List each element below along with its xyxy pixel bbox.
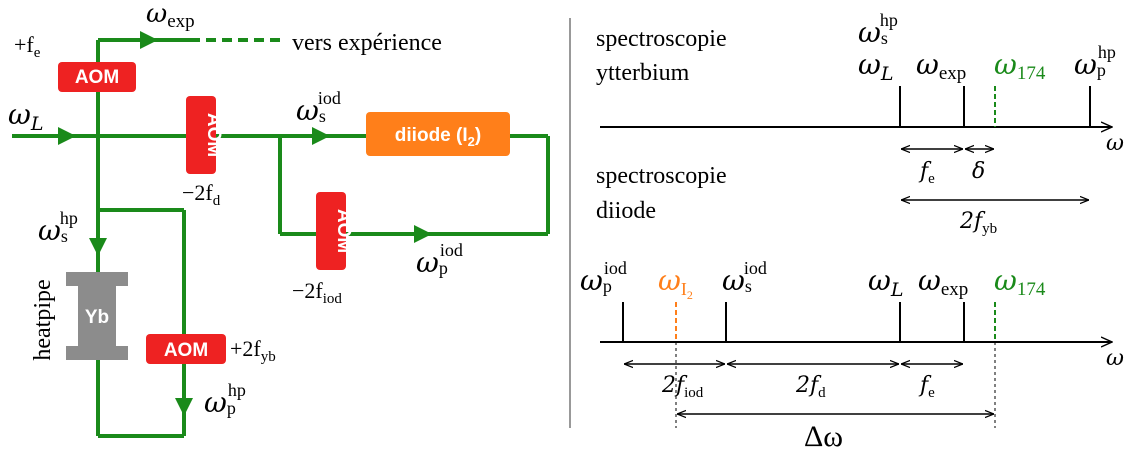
top-label-delta: δ xyxy=(972,159,985,184)
heatpipe-label: heatpipe xyxy=(30,279,56,360)
bottom-label-omega-s-iod: ωsiod xyxy=(722,258,767,297)
iodine-cell-box: diiode (I2) xyxy=(366,112,510,156)
label-plus-fe: +fe xyxy=(14,32,41,61)
beam-arrows xyxy=(58,31,432,416)
label-minus-2fd: −2fd xyxy=(182,180,221,209)
bottom-label-2fd: 2fd xyxy=(795,373,826,401)
label-omega-s-hp: ωshp xyxy=(38,208,78,247)
iodine-spectrum-axis: ω xyxy=(600,302,1124,428)
heatpipe-cell-label: Yb xyxy=(85,307,109,328)
top-label-omega-exp: ωexp xyxy=(916,48,966,84)
ytterbium-spectrum-labels: ωshp ωL ωexp ω174 ωphp fe δ 2fyb xyxy=(858,10,1116,237)
arrow-omega-p-iod xyxy=(414,225,432,243)
bottom-label-omega-I2: ωI2 xyxy=(658,264,693,302)
top-label-omega-174: ω174 xyxy=(994,48,1046,84)
top-label-2fyb: 2fyb xyxy=(959,209,997,237)
top-label-omega-p-hp: ωphp xyxy=(1074,42,1116,81)
ytterbium-spectrum-axis: ω xyxy=(600,86,1124,200)
arrow-omega-s-hp xyxy=(89,238,107,256)
iodine-spectrum-labels: ωpiod ωI2 ωsiod ωL ωexp ω174 2fiod 2fd f… xyxy=(580,258,1046,450)
aom-hp: AOM xyxy=(146,334,226,364)
arrow-omega-L xyxy=(58,127,76,145)
aom-middle-label: AOM xyxy=(203,113,224,157)
label-omega-s-iod: ωsiod xyxy=(296,88,341,127)
top-label-omega-L: ωL xyxy=(858,48,893,85)
arrow-omega-p-hp xyxy=(175,398,193,416)
bottom-label-delta-omega: Δω xyxy=(804,420,843,450)
aom-middle: AOM xyxy=(186,96,224,174)
bottom-axis-label: ω xyxy=(1106,346,1124,371)
aom-iod: AOM xyxy=(316,192,354,270)
bottom-label-omega-L: ωL xyxy=(868,264,903,301)
bottom-label-fe: fe xyxy=(918,373,935,401)
arrow-omega-exp xyxy=(140,31,158,49)
top-label-omega-s-hp: ωshp xyxy=(858,10,898,49)
bottom-label-omega-exp: ωexp xyxy=(918,264,968,300)
spectro-ytterbium-line1: spectroscopie xyxy=(596,26,727,52)
spectro-diode-line2: diiode xyxy=(596,198,656,224)
bottom-label-2fiod: 2fiod xyxy=(661,373,704,401)
aom-top: AOM xyxy=(58,62,136,92)
label-omega-exp: ωexp xyxy=(146,0,195,32)
heatpipe-cell: Yb xyxy=(66,272,128,360)
arrow-omega-s-iod xyxy=(312,127,330,145)
label-omega-p-hp: ωphp xyxy=(204,380,246,419)
label-omega-L: ωL xyxy=(8,98,43,135)
top-axis-label: ω xyxy=(1106,131,1124,156)
bottom-label-omega-174: ω174 xyxy=(994,264,1046,300)
spectra-panel: spectroscopie ytterbium spectroscopie di… xyxy=(596,26,727,224)
bottom-label-omega-p-iod: ωpiod xyxy=(580,258,627,297)
label-vers-experience: vers expérience xyxy=(292,30,442,56)
aom-top-label: AOM xyxy=(75,67,119,88)
iodine-cell-label: diiode (I2) xyxy=(395,125,481,149)
top-label-fe: fe xyxy=(918,159,935,187)
label-omega-p-iod: ωpiod xyxy=(416,240,463,279)
aom-iod-label: AOM xyxy=(333,209,354,253)
spectro-ytterbium-line2: ytterbium xyxy=(596,60,690,86)
label-plus-2fyb: +2fyb xyxy=(230,336,276,365)
spectro-diode-line1: spectroscopie xyxy=(596,163,727,189)
label-minus-2fiod: −2fiod xyxy=(292,278,342,307)
aom-hp-label: AOM xyxy=(164,340,208,361)
setup-labels: +fe ωexp vers expérience ωL ωsiod −2fd ω… xyxy=(8,0,463,419)
